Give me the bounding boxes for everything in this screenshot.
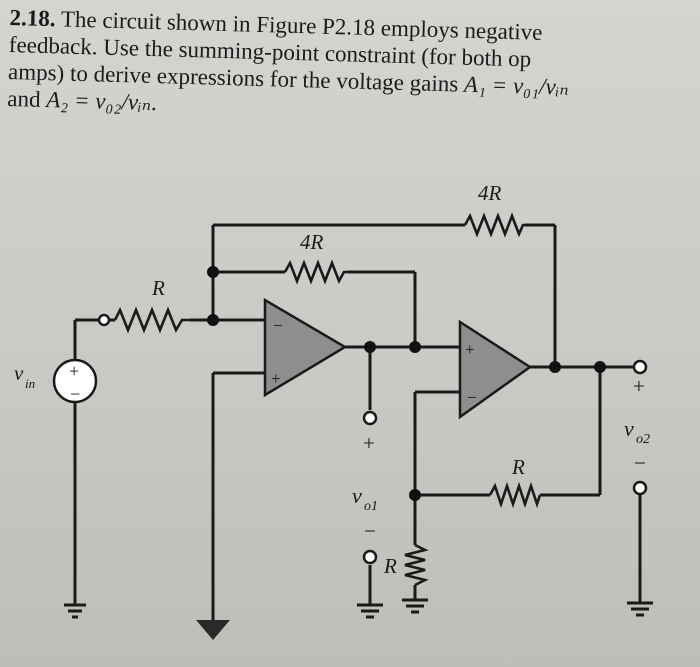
wires [73, 223, 642, 620]
label-vin-subscript: in [25, 376, 35, 391]
vo2-plus-sign: + [633, 374, 645, 398]
label-r-feedback-2: R [511, 455, 525, 479]
ground-symbol-vo1 [357, 603, 383, 619]
ground-symbol-source [64, 603, 86, 619]
ground-symbol-vo2 [627, 601, 653, 617]
resistor-feedback-outer [463, 212, 525, 238]
label-4r-feedback-outer: 4R [478, 181, 502, 205]
resistor-feedback-1 [283, 259, 348, 285]
resistor-input [113, 306, 190, 334]
label-r-ground: R [383, 554, 397, 578]
junction-nodes [207, 266, 606, 501]
label-vin: v [14, 361, 24, 385]
label-vo2: v [624, 416, 634, 441]
op-amp-1 [263, 297, 348, 398]
source-plus-sign: + [69, 361, 79, 381]
label-vo1-subscript: o1 [364, 499, 378, 514]
label-r-input: R [151, 276, 165, 300]
ground-symbol-opamp1 [196, 620, 230, 640]
source-minus-sign: − [70, 384, 80, 404]
label-vo2-subscript: o2 [636, 432, 650, 447]
op-amp-2 [458, 319, 533, 420]
opamp2-noninverting-sign: + [465, 340, 475, 359]
output-terminals [97, 313, 648, 565]
voltage-source [52, 358, 98, 404]
label-4r-feedback-1: 4R [300, 230, 324, 254]
vo2-minus-sign: − [634, 451, 646, 475]
opamp1-noninverting-sign: + [271, 369, 281, 388]
opamp2-inverting-sign: − [467, 388, 477, 407]
resistor-ground-2 [404, 543, 429, 587]
vo1-minus-sign: − [364, 519, 376, 543]
label-vo1: v [352, 483, 362, 508]
vo1-plus-sign: + [363, 431, 375, 455]
ground-symbol-r-ground [402, 598, 428, 614]
resistor-feedback-2 [488, 481, 542, 509]
opamp1-inverting-sign: − [273, 316, 283, 335]
